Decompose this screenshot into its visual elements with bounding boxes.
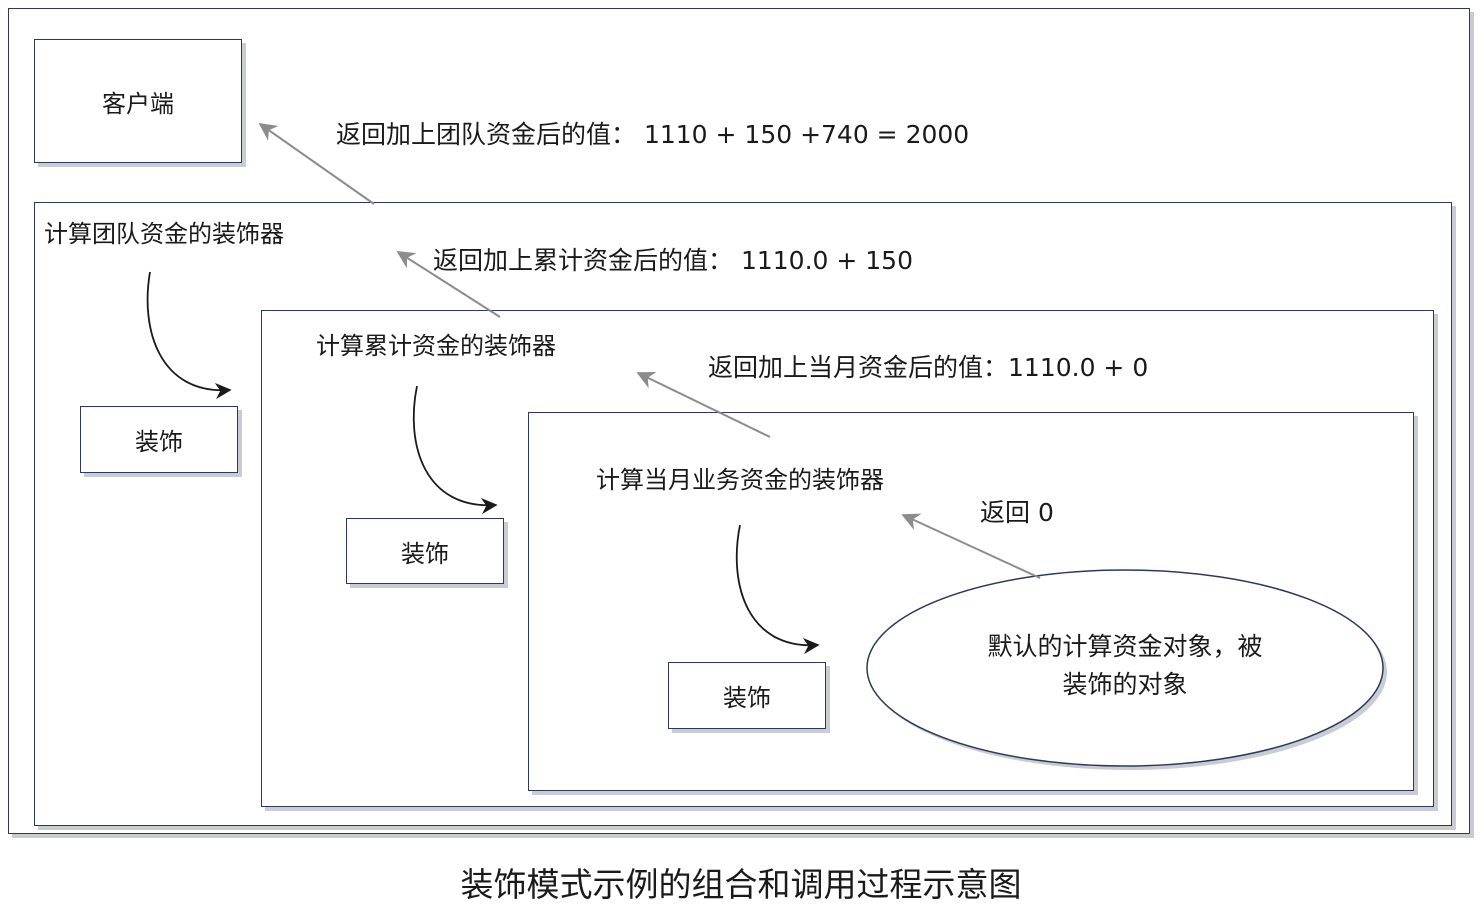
monthly-decorate-label: 装饰 [723,684,771,712]
cumulative-decorate-box: 装饰 [346,518,504,584]
default-component-label-line1: 默认的计算资金对象，被 [987,632,1263,661]
monthly-decorate-box: 装饰 [668,662,826,729]
team-decorate-label: 装饰 [135,428,183,456]
team-decorator-title: 计算团队资金的装饰器 [44,220,284,248]
team-return-label: 返回加上团队资金后的值： 1110 + 150 +740 = 2000 [336,120,970,149]
client-label: 客户端 [102,89,174,118]
cumulative-decorator-title: 计算累计资金的装饰器 [316,332,556,360]
diagram-caption: 装饰模式示例的组合和调用过程示意图 [460,865,1022,904]
team-decorate-box: 装饰 [80,406,238,473]
client-box: 客户端 [34,39,242,163]
default-component-label-line2: 装饰的对象 [1062,670,1188,699]
cumulative-return-label: 返回加上累计资金后的值： 1110.0 + 150 [433,246,913,275]
monthly-decorator-title: 计算当月业务资金的装饰器 [596,466,884,494]
default-return-label: 返回 0 [980,498,1054,527]
monthly-return-label: 返回加上当月资金后的值：1110.0 + 0 [708,353,1149,382]
default-component-label: 默认的计算资金对象，被 装饰的对象 [930,628,1320,704]
cumulative-decorate-label: 装饰 [401,539,449,568]
